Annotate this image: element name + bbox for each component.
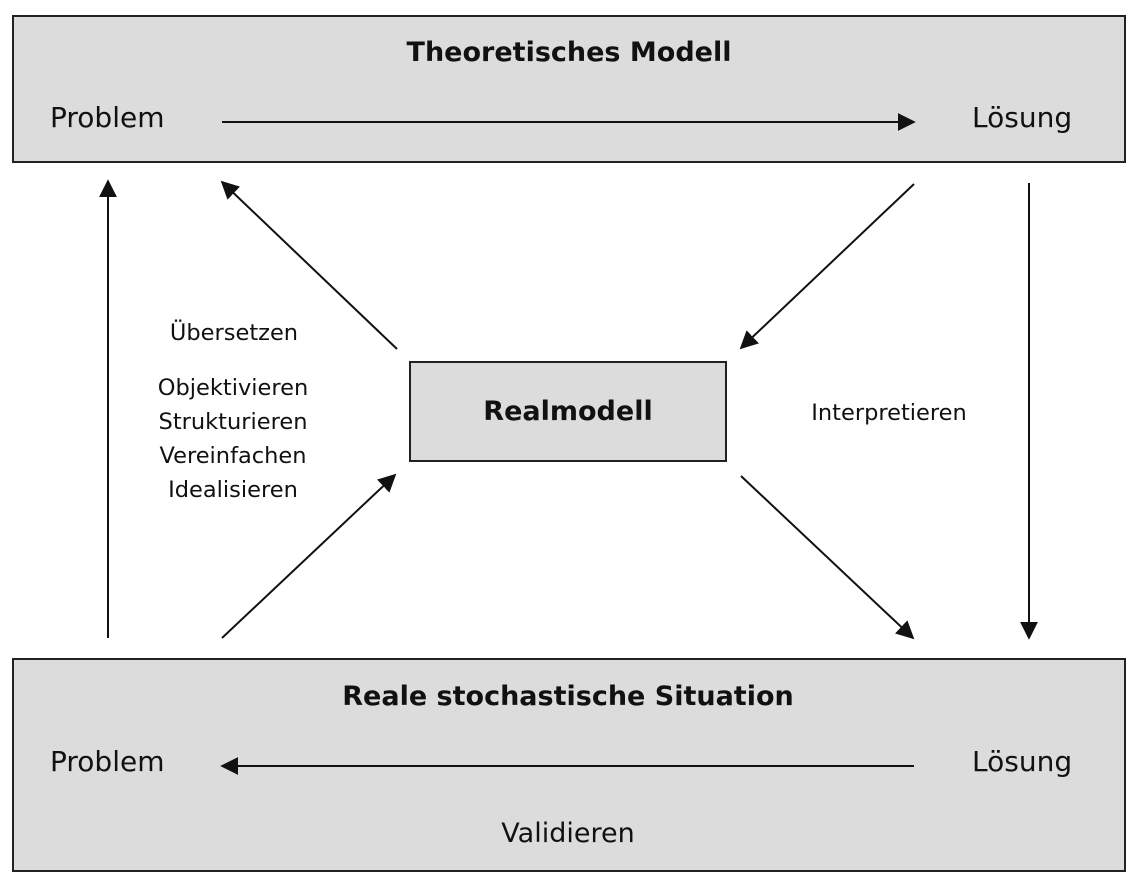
real-model-title: Realmodell bbox=[483, 396, 653, 427]
theoretical-model-box bbox=[12, 15, 1126, 163]
real-model-box bbox=[409, 361, 727, 462]
real-situation-title: Reale stochastische Situation bbox=[342, 681, 794, 712]
validate-label: Validieren bbox=[501, 818, 635, 849]
real-problem-label: Problem bbox=[50, 745, 165, 778]
theoretical-solution-label: Lösung bbox=[972, 101, 1073, 134]
arrow-realmodel-to-theory-problem bbox=[220, 180, 398, 350]
interpret-label: Interpretieren bbox=[811, 400, 967, 426]
idealize-label: Idealisieren bbox=[168, 477, 298, 503]
theoretical-model-title: Theoretisches Modell bbox=[406, 37, 732, 68]
structure-label: Strukturieren bbox=[158, 409, 308, 435]
modeling-steps-list: Objektivieren Strukturieren Vereinfachen… bbox=[158, 371, 308, 507]
real-solution-label: Lösung bbox=[972, 745, 1073, 778]
theoretical-problem-label: Problem bbox=[50, 101, 165, 134]
objectify-label: Objektivieren bbox=[157, 375, 309, 401]
arrow-theory-solution-to-realmodel bbox=[739, 183, 915, 350]
translate-label: Übersetzen bbox=[169, 320, 299, 346]
arrow-real-problem-to-realmodel bbox=[221, 473, 397, 639]
simplify-label: Vereinfachen bbox=[159, 443, 307, 469]
arrow-realmodel-to-real-solution bbox=[740, 475, 915, 640]
